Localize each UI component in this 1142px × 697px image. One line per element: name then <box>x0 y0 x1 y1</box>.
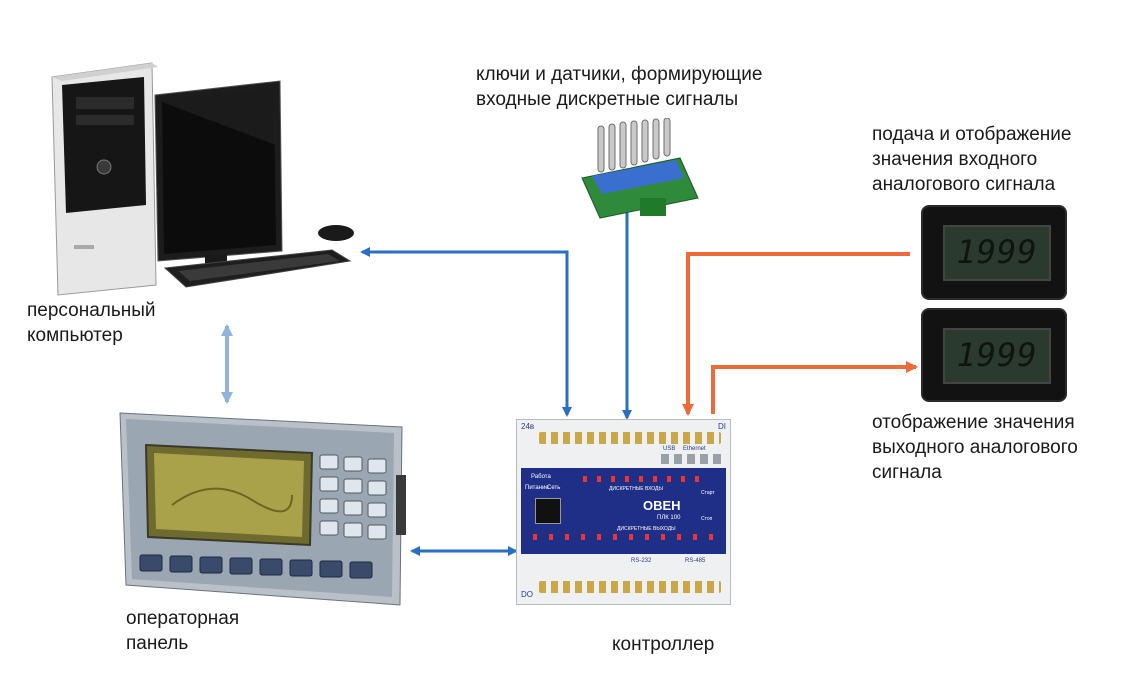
lcd-screen: 1999 <box>943 225 1051 281</box>
do-title: ДИСКРЕТНЫЕ ВЫХОДЫ <box>617 526 676 532</box>
switches-board-icon <box>581 118 699 219</box>
label-analog-output: отображение значения выходного аналогово… <box>872 412 1078 483</box>
start-label: Старт <box>701 490 715 496</box>
analog-output-display: 1999 <box>923 310 1065 400</box>
input-value: 1999 <box>956 233 1038 271</box>
operator-panel-icon <box>119 412 406 606</box>
label-do: DO <box>521 590 533 599</box>
ethernet-label: Ethernet <box>683 446 706 452</box>
arrow-controller-pc <box>360 247 572 417</box>
bottom-terminals <box>539 581 721 593</box>
do-leds <box>533 534 713 540</box>
label-sensors: ключи и датчики, формирующие входные дис… <box>476 64 763 110</box>
label-di: DI <box>718 422 726 431</box>
di-leds <box>583 476 699 482</box>
rs232-port <box>535 498 561 524</box>
operator-panel <box>112 405 412 613</box>
analog-input-display: 1999 <box>923 207 1065 298</box>
personal-computer-icon <box>51 62 354 296</box>
device-ports <box>661 454 721 464</box>
power-label: Питание <box>525 485 549 491</box>
stop-label: Стоп <box>701 516 713 522</box>
arrow-analog-input <box>682 252 910 416</box>
output-value: 1999 <box>956 336 1038 374</box>
rs232-label: RS-232 <box>631 558 652 564</box>
label-operator-panel: операторная панель <box>126 608 240 654</box>
model-label: ПЛК 100 <box>657 515 681 521</box>
net-label: Сеть <box>547 485 561 491</box>
arrow-analog-output <box>711 361 918 414</box>
label-analog-input: подача и отображение значения входного а… <box>872 124 1072 195</box>
di-title: ДИСКРЕТНЫЕ ВХОДЫ <box>609 486 663 492</box>
controller-plc: 24в DI USB Ethernet Работа Питание Сеть … <box>516 419 731 605</box>
work-label: Работа <box>531 474 551 480</box>
brand-logo: ОВЕН <box>643 498 681 513</box>
rs485-label: RS-485 <box>685 558 706 564</box>
label-controller: контроллер <box>612 634 715 655</box>
usb-label: USB <box>663 446 676 452</box>
top-terminals <box>539 432 721 444</box>
front-panel: Работа Питание Сеть ДИСКРЕТНЫЕ ВХОДЫ ОВЕ… <box>521 468 726 554</box>
label-pc: персональный компьютер <box>27 300 156 346</box>
label-24v: 24в <box>521 422 535 431</box>
lcd-screen: 1999 <box>943 328 1051 384</box>
